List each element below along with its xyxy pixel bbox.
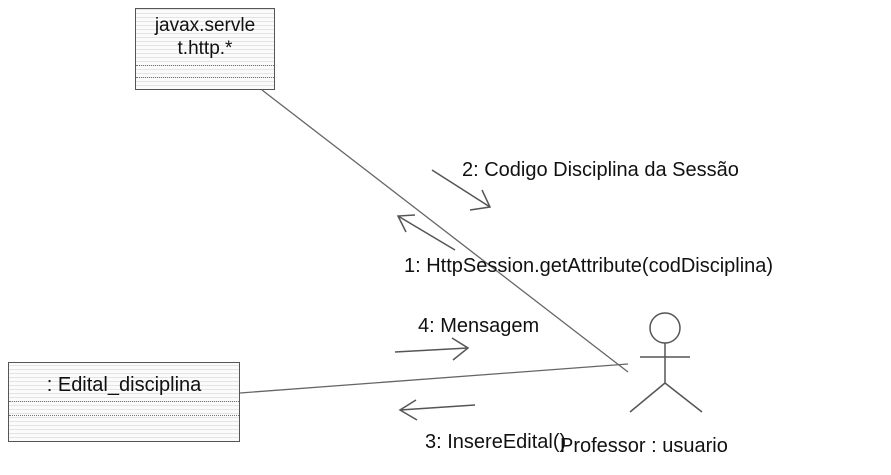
actor-stick-figure-icon (629, 312, 703, 413)
class-servlet-name-line1: javax.servle (154, 15, 256, 36)
message-2-arrow (431, 169, 492, 211)
class-servlet-separator (136, 65, 274, 66)
message-2-label: 2: Codigo Disciplina da Sessão (462, 159, 739, 181)
message-1-arrow (396, 214, 456, 251)
actor-name-label: Professor : usuario (560, 435, 728, 457)
class-edital-separator (9, 401, 239, 402)
class-edital-name: : Edital_disciplina (46, 374, 202, 396)
class-servlet-name-line2: t.http.* (177, 37, 233, 59)
message-3-arrow (398, 399, 476, 421)
message-3-label: 3: InsereEdital() (425, 431, 567, 453)
link-servlet-actor (261, 89, 629, 373)
message-4-arrow (394, 337, 470, 361)
message-1-label: 1: HttpSession.getAttribute(codDisciplin… (404, 255, 774, 277)
class-edital-separator (9, 415, 239, 416)
message-4-label: 4: Mensagem (418, 315, 540, 337)
class-servlet-separator (136, 77, 274, 78)
class-edital-box: : Edital_disciplina (8, 362, 240, 442)
class-servlet-box: javax.servle t.http.* (135, 8, 275, 90)
class-servlet-name: javax.servle t.http.* (136, 9, 274, 61)
link-edital-actor (239, 363, 629, 394)
